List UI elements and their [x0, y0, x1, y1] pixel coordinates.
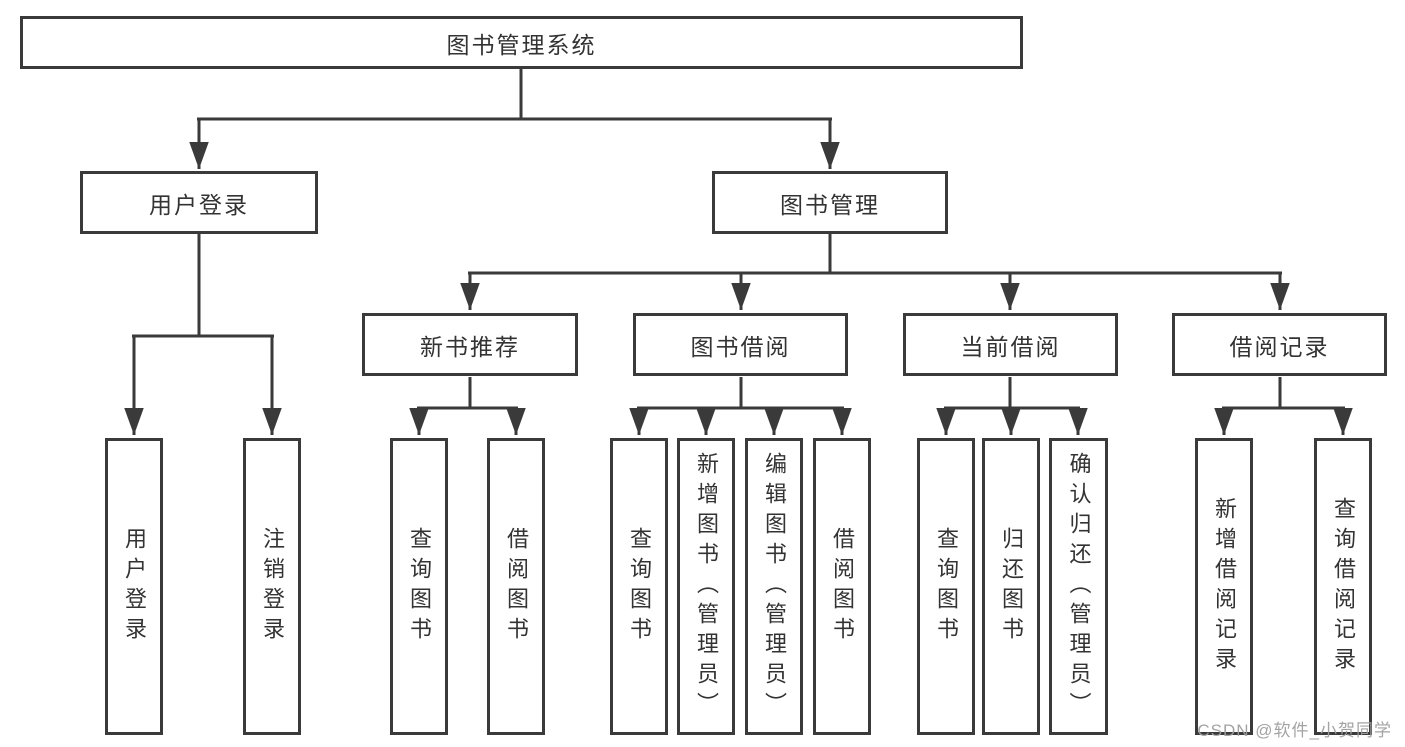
leaf-add-books-admin: 新增图书（管理员） — [677, 438, 735, 735]
leaf-label: 查询借阅记录 — [1331, 496, 1356, 677]
connector-arrows — [124, 119, 1353, 435]
node-book-management: 图书管理 — [712, 171, 948, 234]
leaf-query-books-current: 查询图书 — [917, 438, 975, 735]
leaf-label: 用户登录 — [122, 526, 147, 647]
leaf-query-books-recommend: 查询图书 — [390, 438, 448, 735]
leaf-user-login: 用户登录 — [105, 438, 163, 735]
leaf-query-borrow-record: 查询借阅记录 — [1314, 438, 1372, 735]
node-new-book-recommend: 新书推荐 — [362, 313, 578, 376]
node-label: 图书管理 — [780, 191, 880, 218]
leaf-confirm-return-admin: 确认归还（管理员） — [1049, 438, 1108, 735]
leaf-label: 编辑图书（管理员） — [762, 451, 787, 722]
node-label: 新书推荐 — [420, 333, 520, 360]
leaf-label: 查询图书 — [407, 526, 432, 647]
leaf-label: 查询图书 — [627, 526, 652, 647]
leaf-label: 新增借阅记录 — [1212, 496, 1237, 677]
leaf-label: 归还图书 — [999, 526, 1024, 647]
leaf-label: 借阅图书 — [830, 526, 855, 647]
connector-stems — [132, 68, 1345, 410]
leaf-logout: 注销登录 — [243, 438, 301, 735]
node-label: 图书借阅 — [690, 333, 791, 360]
node-label: 借阅记录 — [1229, 333, 1330, 360]
node-label: 用户登录 — [149, 191, 249, 218]
leaf-query-books-borrow: 查询图书 — [610, 438, 668, 735]
node-current-borrow: 当前借阅 — [903, 313, 1118, 376]
leaf-borrow-books-recommend: 借阅图书 — [487, 438, 545, 735]
node-book-borrow: 图书借阅 — [633, 313, 848, 376]
node-borrow-record: 借阅记录 — [1172, 313, 1387, 376]
node-label: 当前借阅 — [960, 333, 1061, 360]
leaf-label: 查询图书 — [934, 526, 959, 647]
leaf-label: 借阅图书 — [504, 526, 529, 647]
node-label: 图书管理系统 — [446, 31, 597, 58]
leaf-edit-books-admin: 编辑图书（管理员） — [745, 438, 803, 735]
csdn-watermark: CSDN @软件_小贺同学 — [1197, 721, 1392, 740]
node-root-library-system: 图书管理系统 — [20, 16, 1023, 69]
node-user-login: 用户登录 — [80, 171, 318, 234]
leaf-label: 确认归还（管理员） — [1066, 451, 1092, 722]
leaf-label: 新增图书（管理员） — [694, 451, 719, 722]
leaf-borrow-books-borrow: 借阅图书 — [813, 438, 871, 735]
leaf-label: 注销登录 — [260, 526, 285, 647]
leaf-add-borrow-record: 新增借阅记录 — [1195, 438, 1253, 735]
leaf-return-books: 归还图书 — [982, 438, 1040, 735]
